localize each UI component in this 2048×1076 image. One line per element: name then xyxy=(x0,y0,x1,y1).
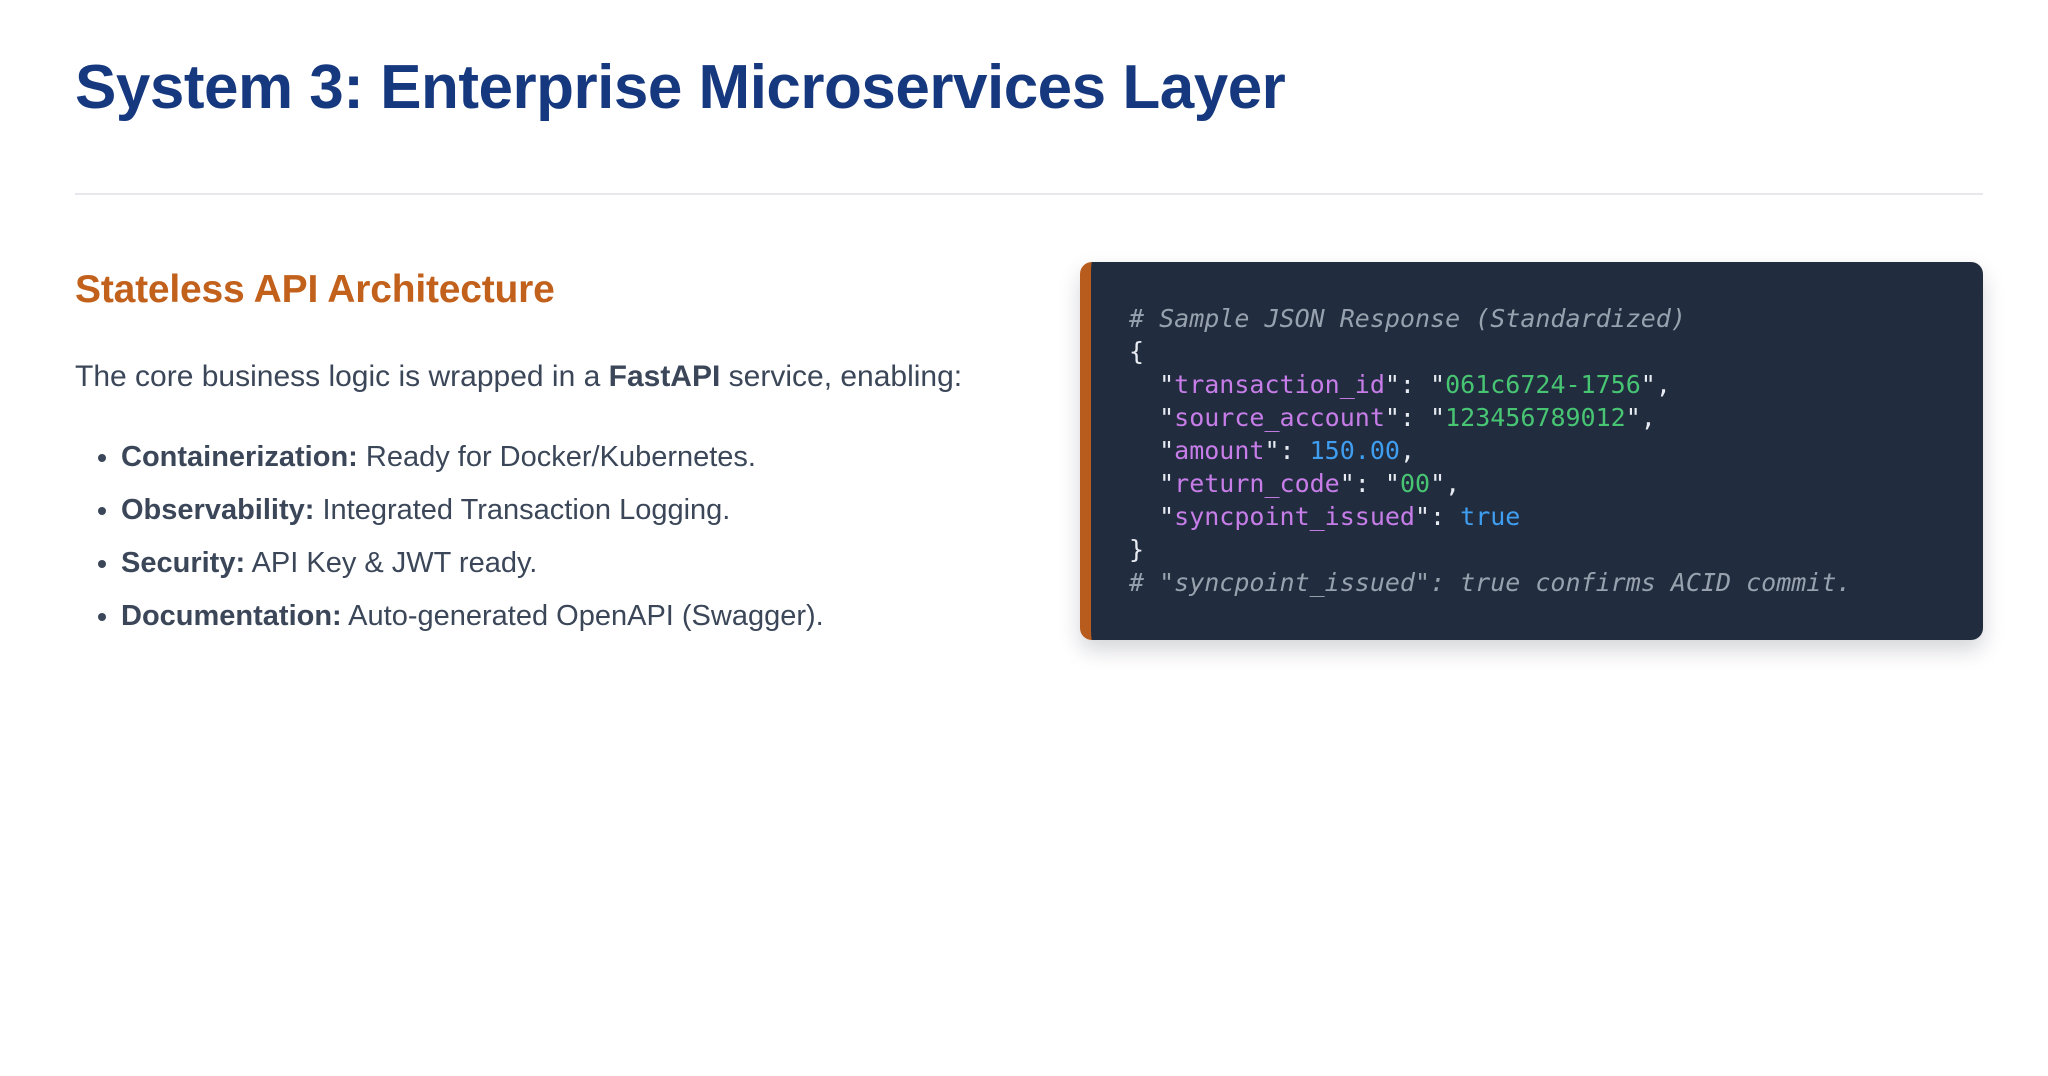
bullet-item-containerization: Containerization: Ready for Docker/Kuber… xyxy=(121,436,1005,478)
code-line: "transaction_id": "061c6724-1756", xyxy=(1129,370,1671,400)
code-line: "syncpoint_issued": true xyxy=(1129,502,1521,532)
intro-text-bold: FastAPI xyxy=(608,360,721,394)
intro-text-prefix: The core business logic is wrapped in a xyxy=(75,360,609,394)
bullet-label: Security: xyxy=(121,547,246,580)
text-column: Stateless API Architecture The core busi… xyxy=(75,262,1005,648)
bullet-item-observability: Observability: Integrated Transaction Lo… xyxy=(121,489,1005,531)
intro-paragraph: The core business logic is wrapped in a … xyxy=(75,350,975,404)
code-line: } xyxy=(1129,535,1145,565)
bullet-item-documentation: Documentation: Auto-generated OpenAPI (S… xyxy=(121,595,1005,637)
json-response-code-card: # Sample JSON Response (Standardized){ "… xyxy=(1080,262,1983,641)
bullet-label: Observability: xyxy=(121,494,315,527)
bullet-text: Ready for Docker/Kubernetes. xyxy=(357,441,756,474)
code-line: # Sample JSON Response (Standardized) xyxy=(1129,304,1686,334)
code-content: # Sample JSON Response (Standardized){ "… xyxy=(1129,302,1945,599)
code-line: "amount": 150.00, xyxy=(1129,436,1415,466)
section-heading: Stateless API Architecture xyxy=(75,268,555,312)
bullet-label: Documentation: xyxy=(121,600,342,633)
title-divider xyxy=(75,193,1983,196)
bullet-text: Auto-generated OpenAPI (Swagger). xyxy=(341,600,824,633)
code-column: # Sample JSON Response (Standardized){ "… xyxy=(1005,262,1983,641)
bullet-item-security: Security: API Key & JWT ready. xyxy=(121,542,1005,584)
feature-bullet-list: Containerization: Ready for Docker/Kuber… xyxy=(75,436,1005,637)
bullet-text: Integrated Transaction Logging. xyxy=(314,494,731,527)
code-line: { xyxy=(1129,337,1145,367)
code-line: "return_code": "00", xyxy=(1129,469,1461,499)
code-line: # "syncpoint_issued": true confirms ACID… xyxy=(1129,568,1852,598)
intro-text-suffix: service, enabling: xyxy=(720,360,963,394)
content-row: Stateless API Architecture The core busi… xyxy=(75,262,1983,648)
bullet-text: API Key & JWT ready. xyxy=(245,547,538,580)
page-title: System 3: Enterprise Microservices Layer xyxy=(75,53,1286,122)
code-line: "source_account": "123456789012", xyxy=(1129,403,1656,433)
bullet-label: Containerization: xyxy=(121,441,358,474)
